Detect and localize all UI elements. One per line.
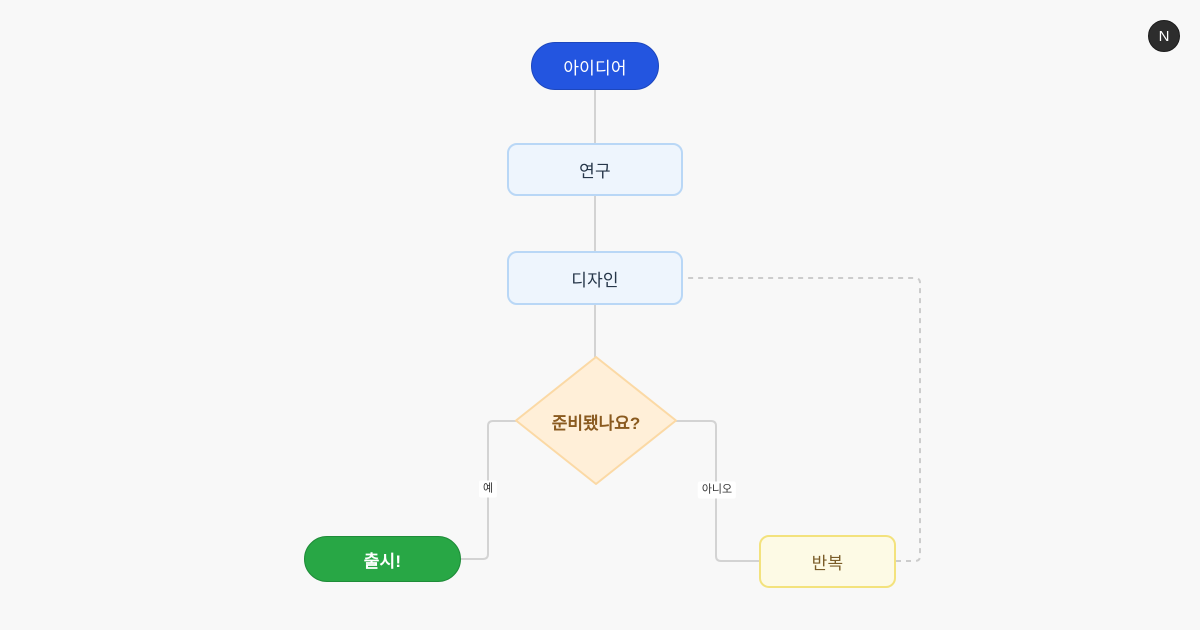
brand-logo-badge[interactable]: N <box>1148 20 1180 52</box>
node-idea[interactable]: 아이디어 <box>531 42 659 90</box>
node-launch-label: 출시! <box>363 551 402 571</box>
edge-iterate-design-dashed <box>684 277 921 562</box>
edge-label-yes: 예 <box>478 480 498 498</box>
node-iterate[interactable]: 반복 <box>759 535 896 588</box>
node-design-label: 디자인 <box>571 270 619 290</box>
brand-logo-letter: N <box>1158 27 1170 45</box>
node-decision-label: 준비됐나요? <box>551 414 641 433</box>
node-iterate-label: 반복 <box>811 554 844 573</box>
node-research-label: 연구 <box>579 162 611 181</box>
node-launch[interactable]: 출시! <box>304 536 461 582</box>
node-research[interactable]: 연구 <box>507 143 683 196</box>
edge-label-no: 아니오 <box>697 481 737 499</box>
decision-node-diamond[interactable] <box>515 356 677 485</box>
node-idea-label: 아이디어 <box>563 58 627 78</box>
node-design[interactable]: 디자인 <box>507 251 683 305</box>
